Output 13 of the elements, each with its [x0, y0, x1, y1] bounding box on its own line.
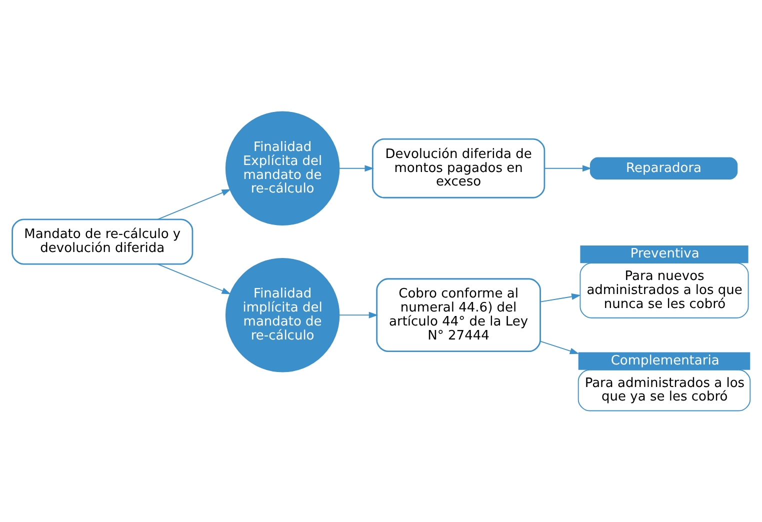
arrow: [338, 165, 374, 172]
node-box: Cobro conforme al numeral 44.6) del artículo 44° de la Ley N° 27444: [376, 278, 541, 352]
arrow: [540, 293, 581, 302]
node-circle: Finalidad implícita del mandato de re-cálculo: [225, 258, 340, 372]
arrow: [338, 312, 378, 318]
node-box: Devolución diferida de montos pagados en exceso: [372, 138, 546, 198]
arrow: [157, 189, 232, 220]
node-circle: Finalidad Explícita del mandato de re-cálculo: [225, 111, 340, 226]
node-box: Mandato de re-cálculo y devolución diferida: [12, 218, 194, 265]
node-box: Reparadora: [590, 157, 738, 180]
arrow: [540, 340, 580, 354]
arrow: [544, 165, 592, 172]
arrow: [157, 264, 232, 294]
